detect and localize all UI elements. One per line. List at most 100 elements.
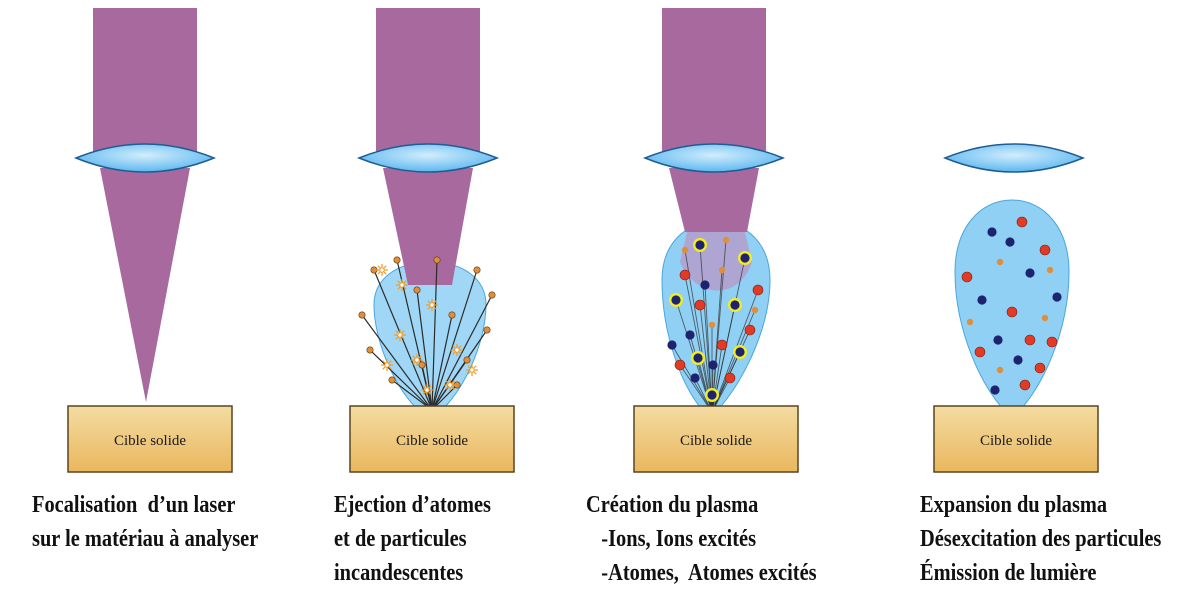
ion	[987, 227, 996, 236]
atom	[975, 347, 985, 357]
atom	[1007, 307, 1017, 317]
excited-ion	[740, 253, 749, 262]
ejected-particle	[394, 257, 400, 263]
spark	[376, 264, 388, 276]
small-particle	[723, 237, 729, 243]
atom	[1047, 337, 1057, 347]
spark-core	[470, 368, 474, 372]
ion	[990, 385, 999, 394]
small-particle	[997, 259, 1003, 265]
atom	[745, 325, 755, 335]
target-label: Cible solide	[396, 433, 468, 449]
caption-focalisation: Focalisation d’un laser sur le matériau …	[32, 488, 258, 556]
caption-line: Émission de lumière	[920, 556, 1161, 590]
atom	[1040, 245, 1050, 255]
spark	[394, 329, 406, 341]
caption-line: -Ions, Ions excités	[586, 522, 817, 556]
spark-core	[430, 303, 434, 307]
atom	[1020, 380, 1030, 390]
spark-core	[455, 348, 459, 352]
atom	[680, 270, 690, 280]
spark	[451, 344, 463, 356]
atom	[675, 360, 685, 370]
ion	[690, 373, 699, 382]
small-particle	[682, 247, 688, 253]
ejected-particle	[484, 327, 490, 333]
spark	[466, 364, 478, 376]
ion	[1052, 292, 1061, 301]
ejected-particle	[359, 312, 365, 318]
atom	[717, 340, 727, 350]
ion	[993, 335, 1002, 344]
focused-laser-cone	[100, 168, 190, 402]
small-particle	[719, 267, 725, 273]
excited-ion	[707, 390, 716, 399]
spark-core	[425, 388, 429, 392]
caption-line: Expansion du plasma	[920, 488, 1161, 522]
ejected-particle	[474, 267, 480, 273]
panel-plasma-creation: Cible solide	[634, 8, 798, 472]
ion	[1025, 268, 1034, 277]
atom	[725, 373, 735, 383]
ion	[708, 360, 717, 369]
excited-ion	[693, 353, 702, 362]
spark-core	[385, 363, 389, 367]
laser-beam	[662, 8, 766, 156]
ion	[667, 340, 676, 349]
panel-focalisation: Cible solide	[68, 8, 232, 472]
spark	[411, 354, 423, 366]
spark	[444, 379, 456, 391]
small-particle	[752, 307, 758, 313]
caption-line: incandescentes	[334, 556, 491, 590]
small-particle	[967, 319, 973, 325]
atom	[1035, 363, 1045, 373]
ion	[977, 295, 986, 304]
caption-line: Création du plasma	[586, 488, 817, 522]
caption-line: Focalisation d’un laser	[32, 488, 258, 522]
atom	[753, 285, 763, 295]
caption-plasma-creation: Création du plasma -Ions, Ions excités -…	[586, 488, 817, 590]
small-particle	[997, 367, 1003, 373]
ejected-particle	[434, 257, 440, 263]
small-particle	[709, 322, 715, 328]
atom	[695, 300, 705, 310]
panel-plasma-expansion: Cible solide	[934, 144, 1098, 472]
spark-core	[398, 333, 402, 337]
caption-line: et de particules	[334, 522, 491, 556]
ejected-particle	[367, 347, 373, 353]
focused-laser-cone	[669, 168, 759, 232]
ejected-particle	[389, 377, 395, 383]
atom	[1017, 217, 1027, 227]
focusing-lens	[945, 144, 1083, 172]
excited-ion	[671, 295, 680, 304]
panel-ejection: Cible solide	[350, 8, 514, 472]
ion	[1013, 355, 1022, 364]
caption-line: sur le matériau à analyser	[32, 522, 258, 556]
spark-core	[448, 383, 452, 387]
ejected-particle	[414, 287, 420, 293]
spark	[381, 359, 393, 371]
ejected-particle	[449, 312, 455, 318]
excited-ion	[735, 347, 744, 356]
ion	[700, 280, 709, 289]
target-label: Cible solide	[680, 433, 752, 449]
ion	[1005, 237, 1014, 246]
laser-beam	[376, 8, 480, 156]
caption-line: -Atomes, Atomes excités	[586, 556, 817, 590]
spark	[426, 299, 438, 311]
spark	[396, 279, 408, 291]
spark-core	[400, 283, 404, 287]
spark-core	[380, 268, 384, 272]
atom	[962, 272, 972, 282]
atom	[1025, 335, 1035, 345]
spark	[421, 384, 433, 396]
ejected-particle	[464, 357, 470, 363]
small-particle	[1047, 267, 1053, 273]
laser-beam	[93, 8, 197, 156]
caption-line: Ejection d’atomes	[334, 488, 491, 522]
spark-core	[415, 358, 419, 362]
caption-plasma-expansion: Expansion du plasma Désexcitation des pa…	[920, 488, 1161, 590]
target-label: Cible solide	[980, 433, 1052, 449]
ejected-particle	[489, 292, 495, 298]
small-particle	[1042, 315, 1048, 321]
